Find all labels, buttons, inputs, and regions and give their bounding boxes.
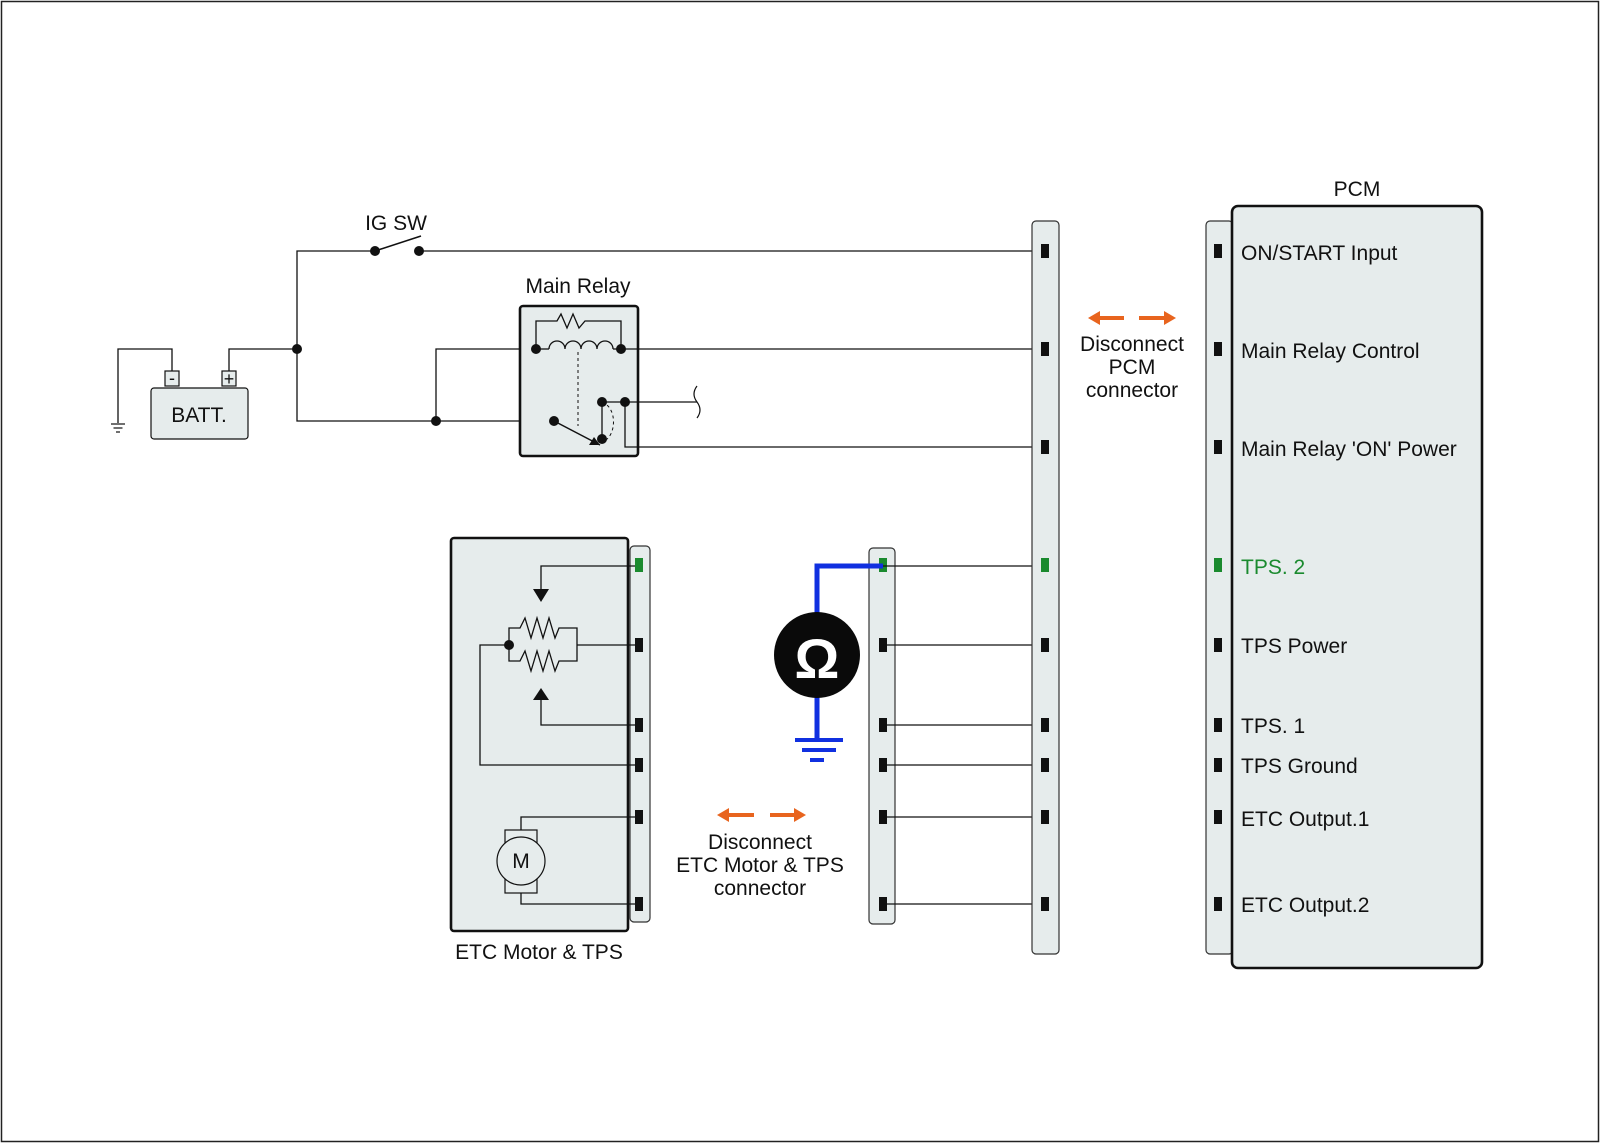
pcm-harness-connector: [1031, 220, 1060, 955]
battery-positive-wire: [228, 348, 297, 371]
etc-motor-tps-block: ETC Motor & TPS M: [449, 536, 651, 964]
pcm-pin: [1214, 342, 1222, 356]
disconnect-etc-line2: ETC Motor & TPS: [676, 854, 844, 877]
wiper-arrow-icon: [533, 589, 549, 602]
motor-label: M: [512, 850, 530, 873]
pcm-pin-label: TPS Power: [1241, 635, 1347, 658]
motor-wire-1: [520, 816, 640, 830]
pcm-pin-label: Main Relay Control: [1241, 340, 1420, 363]
main-relay-on-power-wire: [624, 402, 1045, 448]
battery: BATT. - +: [150, 368, 249, 440]
etc-block-label: ETC Motor & TPS: [455, 941, 623, 964]
pcm-pin: [1214, 758, 1222, 772]
disconnect-pcm-arrows: [1088, 311, 1176, 325]
tps-resistor-icon: [508, 615, 578, 645]
etc-connector-strip: [629, 545, 651, 923]
ig-switch-blade: [374, 235, 422, 252]
wire-break-icon: [693, 385, 701, 419]
battery-ground-wire: [117, 348, 173, 423]
pcm-pin: [1214, 638, 1222, 652]
coil-feed-wire: [435, 348, 536, 421]
tps2-wiper-wire: [540, 565, 640, 592]
disconnect-pcm-line2: PCM: [1109, 356, 1156, 379]
disconnect-pcm-line1: Disconnect: [1080, 333, 1184, 356]
tps-resistor-icon: [508, 645, 578, 674]
tps1-wiper-wire: [540, 700, 640, 726]
ig-feed-wire: [296, 250, 375, 349]
battery-negative-label: -: [169, 368, 175, 388]
etc-harness-connector: [868, 547, 896, 925]
relay-coil-resistor: [535, 312, 622, 349]
pcm-block: PCM ON/START Input Main Relay Control Ma…: [1205, 178, 1484, 970]
battery-label: BATT.: [171, 404, 227, 427]
meter-ground-icon: [795, 738, 843, 762]
motor-wire-2: [520, 893, 640, 905]
relay-feed-wire: [296, 349, 554, 422]
disconnect-etc-line3: connector: [714, 877, 806, 900]
pcm-pin: [1214, 440, 1222, 454]
ground-icon: [111, 423, 125, 433]
pcm-label: PCM: [1334, 178, 1381, 201]
meter-lead-positive: [814, 563, 883, 620]
disconnect-etc-line1: Disconnect: [708, 831, 812, 854]
pcm-pin: [1214, 244, 1222, 258]
pcm-pin: [1214, 718, 1222, 732]
main-relay-label: Main Relay: [525, 275, 631, 298]
ohmmeter-icon: [774, 612, 860, 698]
ig-switch-label: IG SW: [365, 212, 427, 235]
pcm-pin-label-highlighted: TPS. 2: [1241, 556, 1305, 579]
pcm-pin-label: ETC Output.2: [1241, 894, 1369, 917]
relay-coil-icon: [548, 340, 614, 350]
pcm-pin-label: TPS. 1: [1241, 715, 1305, 738]
pcm-pin: [1214, 810, 1222, 824]
main-relay: Main Relay: [518, 275, 640, 458]
tps-ground-wire: [479, 644, 640, 766]
motor-icon: [496, 836, 546, 886]
pcm-harness-pin-tps2: [1041, 558, 1049, 572]
pcm-pin-label: ON/START Input: [1241, 242, 1398, 265]
pcm-pin-label: TPS Ground: [1241, 755, 1358, 778]
pcm-pin-label: ETC Output.1: [1241, 808, 1369, 831]
etc-pin-tps2: [635, 558, 643, 572]
wiper-arrow-icon: [533, 688, 549, 700]
disconnect-pcm-line3: connector: [1086, 379, 1178, 402]
disconnect-etc-arrows: [717, 808, 806, 822]
pcm-pin-label: Main Relay 'ON' Power: [1241, 438, 1457, 461]
pcm-pin-tps2: [1214, 558, 1222, 572]
ohmmeter-symbol: Ω: [795, 627, 840, 690]
pcm-connector-strip: [1205, 220, 1234, 955]
battery-positive-label: +: [224, 369, 235, 389]
pcm-pin: [1214, 897, 1222, 911]
